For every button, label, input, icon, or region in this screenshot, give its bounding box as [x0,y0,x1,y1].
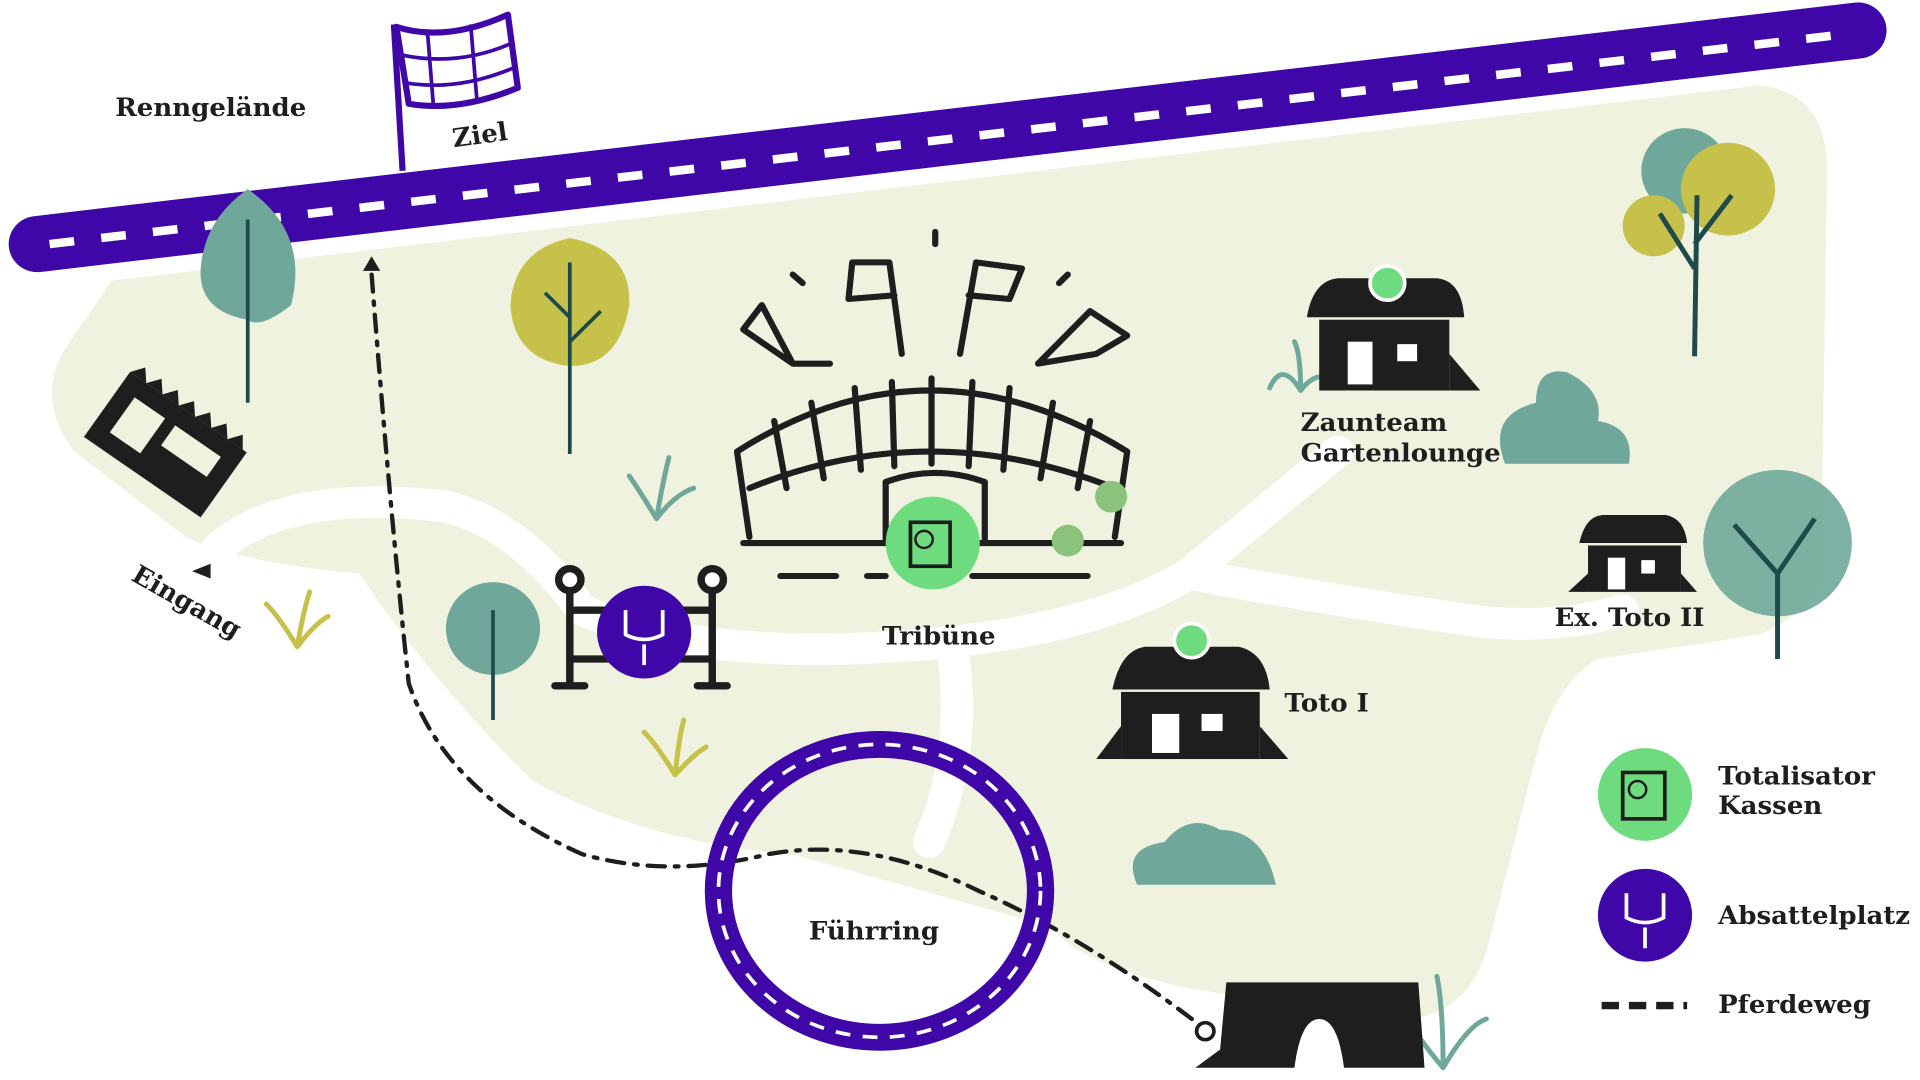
map-title: Renngelände [115,93,306,123]
tree-icon [510,237,630,454]
legend-betting-label-line2: Kassen [1718,791,1822,821]
grandstand-label: Tribüne [882,622,996,652]
bush-icon [1499,371,1630,464]
finish-flag-icon [390,11,521,172]
betting-point-dot [1051,524,1084,557]
toto-1-label: Toto I [1285,689,1369,719]
tree-icon [445,582,541,720]
tree-icon [1622,128,1776,357]
betting-terminal-marker[interactable] [885,496,980,590]
tree-icon [200,189,296,403]
lounge-label-line1: Zaunteam [1301,408,1448,438]
race-track [8,2,1887,273]
lounge-label-line2: Gartenlounge [1301,438,1501,468]
entrance-arrow-icon [192,563,211,579]
entrance-label: Eingang [127,560,247,645]
entrance-gate-icon [83,367,247,518]
finish-label: Ziel [451,117,510,154]
saddle-icon [1597,868,1693,962]
betting-point-dot [1095,480,1128,513]
betting-terminal-icon [1597,748,1693,841]
legend-saddle-label: Absattelplatz [1717,901,1910,931]
toto-1-shop-icon[interactable] [1096,621,1289,760]
stable-icon [1195,982,1425,1068]
lounge-shop-icon[interactable] [1306,264,1481,391]
saddling-gate-icon [551,565,731,690]
legend: Totalisator Kassen Absattelplatz Pferdew… [1597,748,1910,1020]
toto-2-label: Ex. Toto II [1555,603,1705,633]
toto-2-shop-icon[interactable] [1568,514,1698,592]
legend-horse-path-label: Pferdeweg [1718,990,1871,1020]
horse-path [369,272,1210,1034]
bush-icon [1132,822,1276,885]
saddling-marker[interactable] [597,585,692,679]
tree-icon [1703,469,1852,659]
parade-ring-label: Führring [809,917,939,947]
horse-path-arrow-icon [362,256,381,271]
grass-icon [263,589,709,778]
horse-path-end-icon [1194,1020,1216,1042]
parade-ring[interactable] [704,730,1055,1051]
legend-betting-label-line1: Totalisator [1718,762,1875,792]
